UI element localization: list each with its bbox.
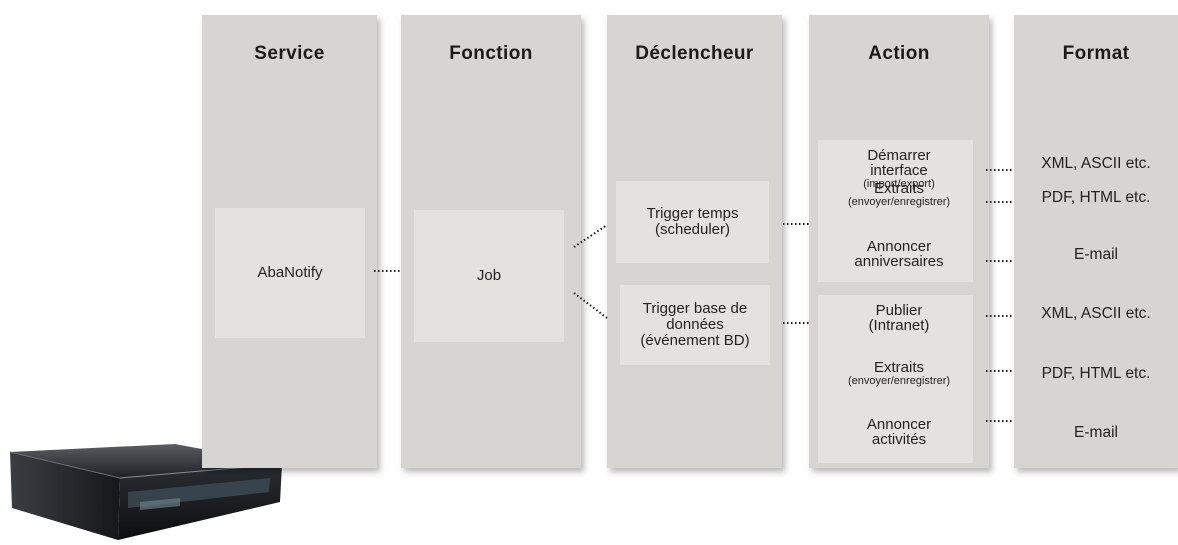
action-demarrer-line2: interface	[870, 162, 928, 179]
action-activites-line1: Annoncer	[866, 416, 932, 433]
column-title-declencheur: Déclencheur	[635, 43, 754, 64]
action-anniv-line1: Annoncer	[866, 238, 932, 255]
action-group-2	[818, 295, 973, 463]
column-declencheur: Déclencheur Trigger temps (scheduler) Tr…	[607, 15, 782, 468]
action-extraits1-sub: (envoyer/enregistrer)	[847, 196, 951, 208]
action-demarrer-line1: Démarrer	[867, 147, 931, 164]
column-title-fonction: Fonction	[449, 43, 533, 64]
format-item: XML, ASCII etc.	[1041, 155, 1151, 172]
action-group-1	[818, 140, 973, 282]
fonction-label: Job	[476, 267, 502, 284]
action-demarrer-sub: (import/export)	[863, 178, 935, 190]
action-item-activites: Annoncer activités	[809, 417, 989, 447]
action-activites-line2: activités	[871, 431, 927, 448]
fonction-box: Job	[414, 210, 564, 342]
trigger-db-line1: Trigger base de	[642, 300, 748, 317]
column-title-format: Format	[1062, 43, 1130, 64]
format-item: PDF, HTML etc.	[1041, 365, 1151, 382]
action-item-anniversaires: Annoncer anniversaires	[809, 239, 989, 269]
column-action: Action Démarrer interface (import/export…	[809, 15, 989, 468]
trigger-time-line2: (scheduler)	[654, 221, 731, 238]
action-extraits2-sub: (envoyer/enregistrer)	[847, 375, 951, 387]
service-label: AbaNotify	[257, 264, 323, 281]
action-item-extraits-2: Extraits (envoyer/enregistrer)	[809, 360, 989, 388]
column-format: Format XML, ASCII etc. PDF, HTML etc. E-…	[1014, 15, 1178, 468]
format-item: XML, ASCII etc.	[1041, 305, 1151, 322]
action-item-publier: Publier (Intranet)	[809, 303, 989, 333]
format-item: E-mail	[1074, 246, 1118, 263]
format-item: PDF, HTML etc.	[1041, 189, 1151, 206]
column-fonction: Fonction Job	[401, 15, 581, 468]
service-box: AbaNotify	[215, 208, 365, 338]
action-item-demarrer: Démarrer interface (import/export)	[809, 148, 989, 191]
column-title-action: Action	[868, 43, 930, 64]
action-item-extraits-1: Extraits (envoyer/enregistrer)	[809, 181, 989, 209]
trigger-time-box: Trigger temps (scheduler)	[616, 181, 769, 263]
trigger-db-line3: (événement BD)	[640, 332, 750, 349]
action-extraits1-line1: Extraits	[873, 180, 924, 197]
action-publier-line1: Publier	[875, 302, 923, 319]
column-service: Service AbaNotify	[202, 15, 377, 468]
trigger-time-line1: Trigger temps	[646, 205, 739, 222]
trigger-db-box: Trigger base de données (événement BD)	[620, 285, 770, 365]
format-item: E-mail	[1074, 424, 1118, 441]
trigger-db-line2: données	[666, 316, 724, 333]
column-title-service: Service	[254, 43, 325, 64]
action-publier-line2: (Intranet)	[868, 317, 930, 334]
action-anniv-line2: anniversaires	[854, 253, 944, 270]
action-extraits2-line1: Extraits	[873, 359, 924, 376]
